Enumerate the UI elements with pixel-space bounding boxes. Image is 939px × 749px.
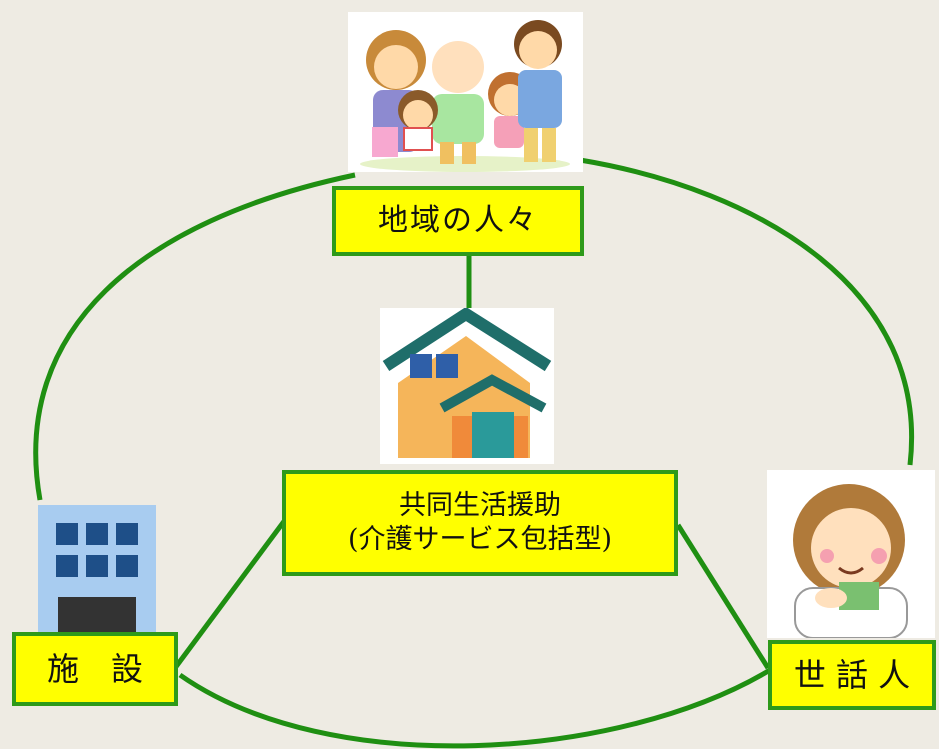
facility-label: 施 設 — [12, 632, 178, 706]
community-label-text: 地域の人々 — [378, 203, 538, 239]
center-label-line2: (介護サービス包括型) — [347, 524, 613, 555]
facility-label-text: 施 設 — [46, 650, 143, 688]
house-illustration — [380, 306, 554, 464]
link-center-facility — [172, 518, 288, 670]
caretaker-label-text: 世 話 人 — [793, 656, 911, 694]
outer-ring — [33, 157, 915, 749]
community-label: 地域の人々 — [332, 186, 584, 256]
building-illustration — [38, 505, 158, 635]
caretaker-illustration — [767, 470, 935, 639]
caretaker-label: 世 話 人 — [768, 640, 936, 710]
link-center-caretaker — [675, 523, 771, 670]
family-illustration — [348, 12, 583, 172]
center-label: 共同生活援助 (介護サービス包括型) — [282, 470, 678, 576]
center-label-line1: 共同生活援助 — [399, 490, 561, 522]
